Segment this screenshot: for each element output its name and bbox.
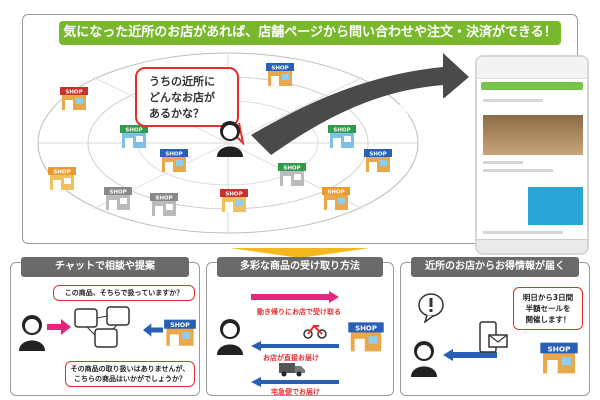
delivery-panel: 多彩な商品の受け取り方法 動き帰りにお店で受け取る お店が直接お届け 宅急便でお… [206,257,394,396]
method-label: 動き帰りにお店で受け取る [257,308,341,316]
arrow-left-icon [143,323,163,337]
method-label: 宅急便でお届け [271,388,320,396]
shop-icon: SHOP [103,183,133,211]
shop-icon: SHOP [277,159,307,187]
notification-panel: 近所のお店からお得情報が届く 明日から3日間 半額セールを 開催します！ SHO… [400,257,590,396]
phone-mail-icon [479,321,508,353]
shop-icon: SHOP [265,59,295,87]
delivery-arrow [251,341,339,351]
bubble-line: どんなお店が [149,91,215,104]
panel-title: 近所のお店からお得情報が届く [411,257,579,277]
shop-icon: SHOP [119,121,149,149]
chat-window-icon [74,306,130,348]
phone-header [477,57,587,79]
phone-text-line [483,99,543,102]
svg-text:SHOP: SHOP [225,192,242,198]
chat-panel: チャットで相談や提案 この商品、そちらで扱っていますか？ SHOP その商品の取… [10,257,200,396]
notice-line: 明日から3日間 [522,293,574,302]
shop-icon: SHOP [149,189,179,217]
svg-text:SHOP: SHOP [53,170,70,176]
phone-text-line [483,169,553,172]
phone-search-result [475,55,589,255]
customer-icon [217,319,243,355]
search-map-panel: 気になった近所のお店があれば、店舗ページから問い合わせや注文・決済ができる！ 検… [22,14,589,255]
svg-text:SHOP: SHOP [109,190,126,196]
phone-text-line [483,231,563,234]
bubble-line: うちの近所に [149,75,215,88]
svg-text:SHOP: SHOP [170,322,190,329]
panel-title: チャットで相談や提案 [21,257,189,277]
shop-icon: SHOP [321,183,351,211]
exclamation-icon [418,293,444,323]
phone-search-bar [481,82,583,90]
truck-icon [279,363,305,377]
shop-icon: SHOP [363,145,393,173]
svg-text:SHOP: SHOP [327,190,344,196]
notice-line: 開催します！ [525,315,571,324]
panel-title: 多彩な商品の受け取り方法 [217,257,383,277]
customer-icon [19,315,45,351]
phone-footer [477,239,587,253]
shop-icon: SHOP [219,185,249,213]
customer-icon [411,341,437,377]
svg-text:SHOP: SHOP [165,152,182,158]
shop-icon: SHOP [47,163,77,191]
shop-photo [483,115,583,155]
shop-reply: その商品の取り扱いはありませんが、 こちらの商品はいかがでしょうか？ [65,361,195,387]
pickup-arrow [251,291,339,303]
shop-icon: SHOP [59,83,89,111]
search-radius-rings [37,52,469,234]
reply-line: こちらの商品はいかがでしょうか？ [74,375,186,383]
bubble-line: あるかな？ [149,107,204,120]
svg-text:SHOP: SHOP [355,325,377,333]
shop-icon: SHOP [163,315,197,347]
down-arrow [230,248,370,258]
reply-line: その商品の取り扱いはありませんが、 [70,365,190,373]
customer-question-bubble: うちの近所に どんなお店が あるかな？ [135,67,239,127]
svg-text:SHOP: SHOP [369,152,386,158]
sale-notice: 明日から3日間 半額セールを 開催します！ [513,287,583,330]
svg-text:SHOP: SHOP [547,344,571,353]
svg-text:SHOP: SHOP [125,128,142,134]
notice-line: 半額セールを [525,304,571,313]
svg-text:SHOP: SHOP [271,66,288,72]
method-label: お店が直接お届け [263,354,319,362]
customer-message: この商品、そちらで扱っていますか？ [53,285,195,301]
courier-arrow [251,377,339,387]
top-banner: 気になった近所のお店があれば、店舗ページから問い合わせや注文・決済ができる！ [59,21,561,45]
shop-photo [483,187,583,225]
shop-icon: SHOP [327,121,357,149]
svg-text:SHOP: SHOP [333,128,350,134]
arrow-right-icon [47,319,71,335]
shop-icon: SHOP [347,317,385,353]
bike-icon [303,324,327,339]
customer-icon [217,121,243,157]
shop-icon: SHOP [159,145,189,173]
svg-text:SHOP: SHOP [65,90,82,96]
shop-icon: SHOP [539,337,579,375]
svg-text:SHOP: SHOP [283,166,300,172]
svg-text:SHOP: SHOP [155,196,172,202]
phone-text-line [483,161,523,164]
